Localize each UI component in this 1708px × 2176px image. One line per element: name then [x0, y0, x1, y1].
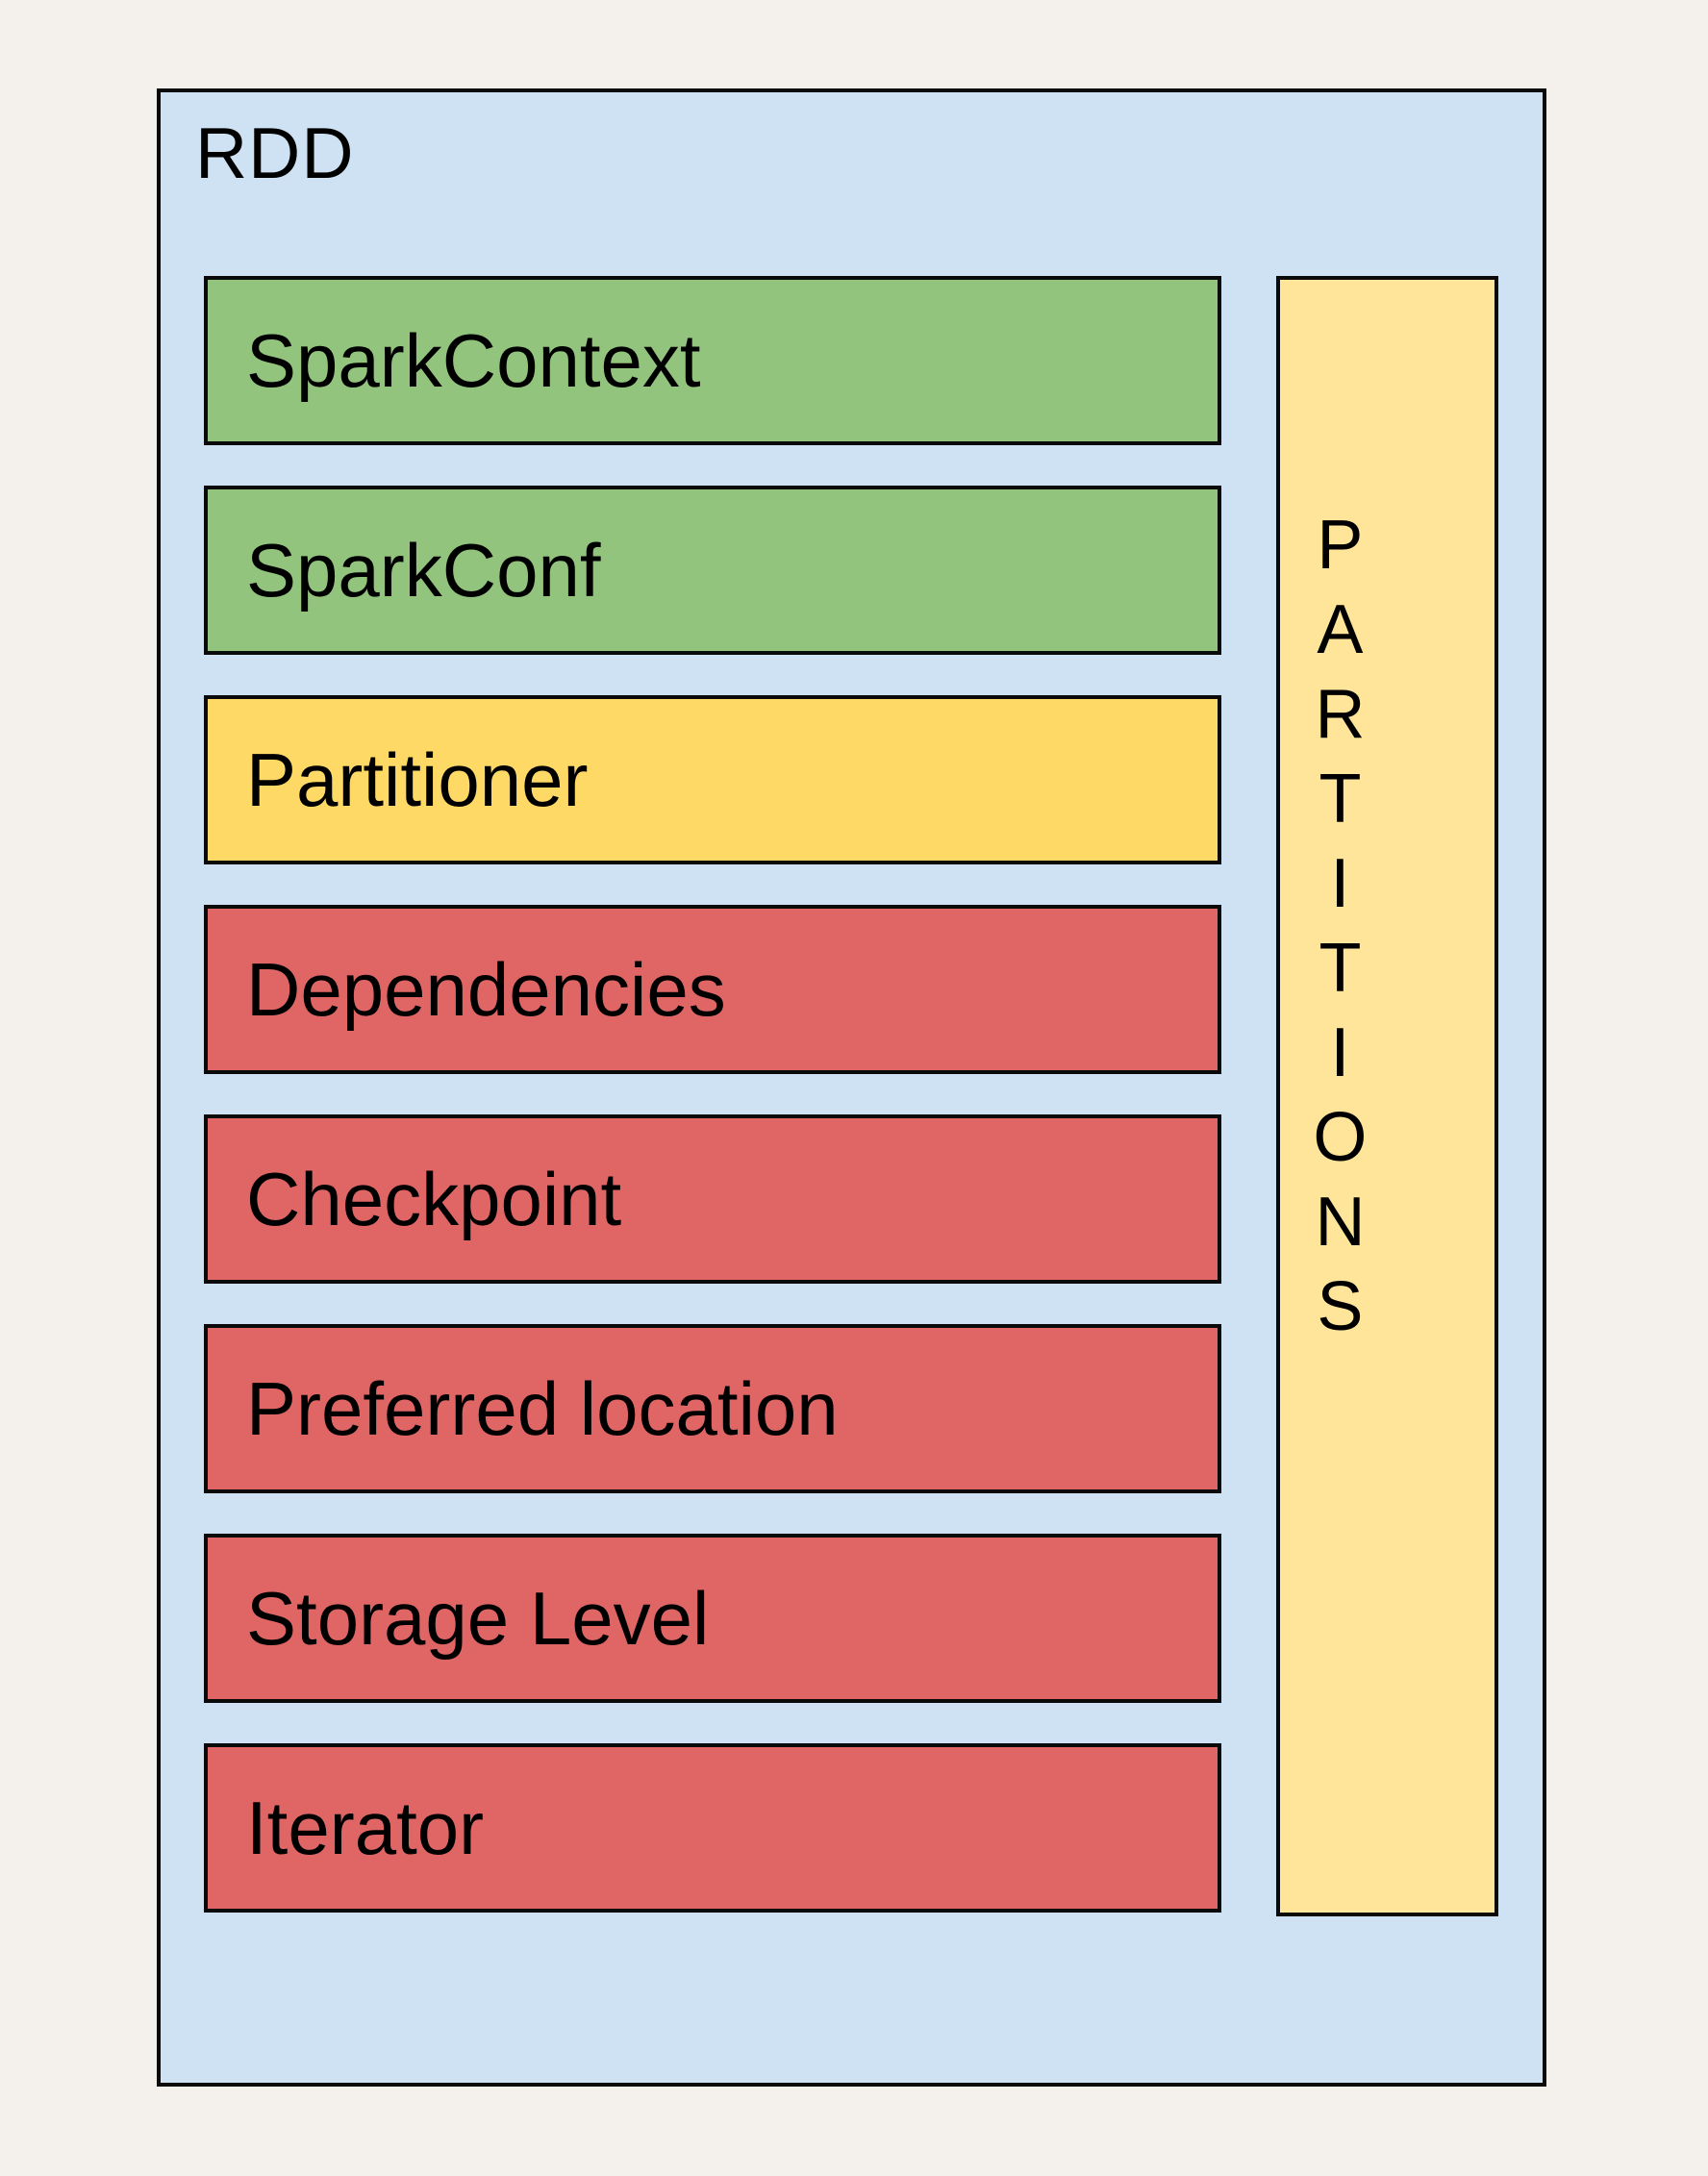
- attribute-label: Partitioner: [246, 738, 589, 822]
- attribute-box: SparkContext: [204, 276, 1221, 445]
- attribute-box: Dependencies: [204, 905, 1221, 1074]
- partitions-letter: T: [1319, 930, 1362, 1007]
- rdd-title: RDD: [195, 113, 355, 193]
- partitions-letter: R: [1315, 676, 1366, 753]
- attribute-label: Checkpoint: [246, 1157, 622, 1241]
- attribute-list: SparkContext SparkConf Partitioner Depen…: [204, 276, 1221, 1953]
- partitions-letter: S: [1317, 1268, 1364, 1345]
- partitions-letter: I: [1330, 1014, 1350, 1091]
- partitions-letter: O: [1313, 1099, 1368, 1176]
- attribute-label: SparkContext: [246, 318, 701, 403]
- attribute-box: Checkpoint: [204, 1114, 1221, 1284]
- attribute-box: SparkConf: [204, 486, 1221, 655]
- partitions-letter: I: [1330, 845, 1350, 922]
- attribute-box: Iterator: [204, 1743, 1221, 1913]
- attribute-label: Preferred location: [246, 1366, 839, 1451]
- attribute-label: SparkConf: [246, 528, 601, 613]
- partitions-letter: N: [1315, 1184, 1366, 1261]
- attribute-box: Partitioner: [204, 695, 1221, 864]
- attribute-box: Preferred location: [204, 1324, 1221, 1493]
- partitions-letter: T: [1319, 761, 1362, 838]
- partitions-letter: A: [1317, 591, 1364, 668]
- attribute-label: Dependencies: [246, 947, 726, 1032]
- partitions-letter: P: [1317, 507, 1364, 584]
- attribute-label: Iterator: [246, 1786, 485, 1870]
- attribute-box: Storage Level: [204, 1534, 1221, 1703]
- rdd-container: RDD SparkContext SparkConf Partitioner D…: [157, 88, 1546, 2087]
- attribute-label: Storage Level: [246, 1576, 710, 1661]
